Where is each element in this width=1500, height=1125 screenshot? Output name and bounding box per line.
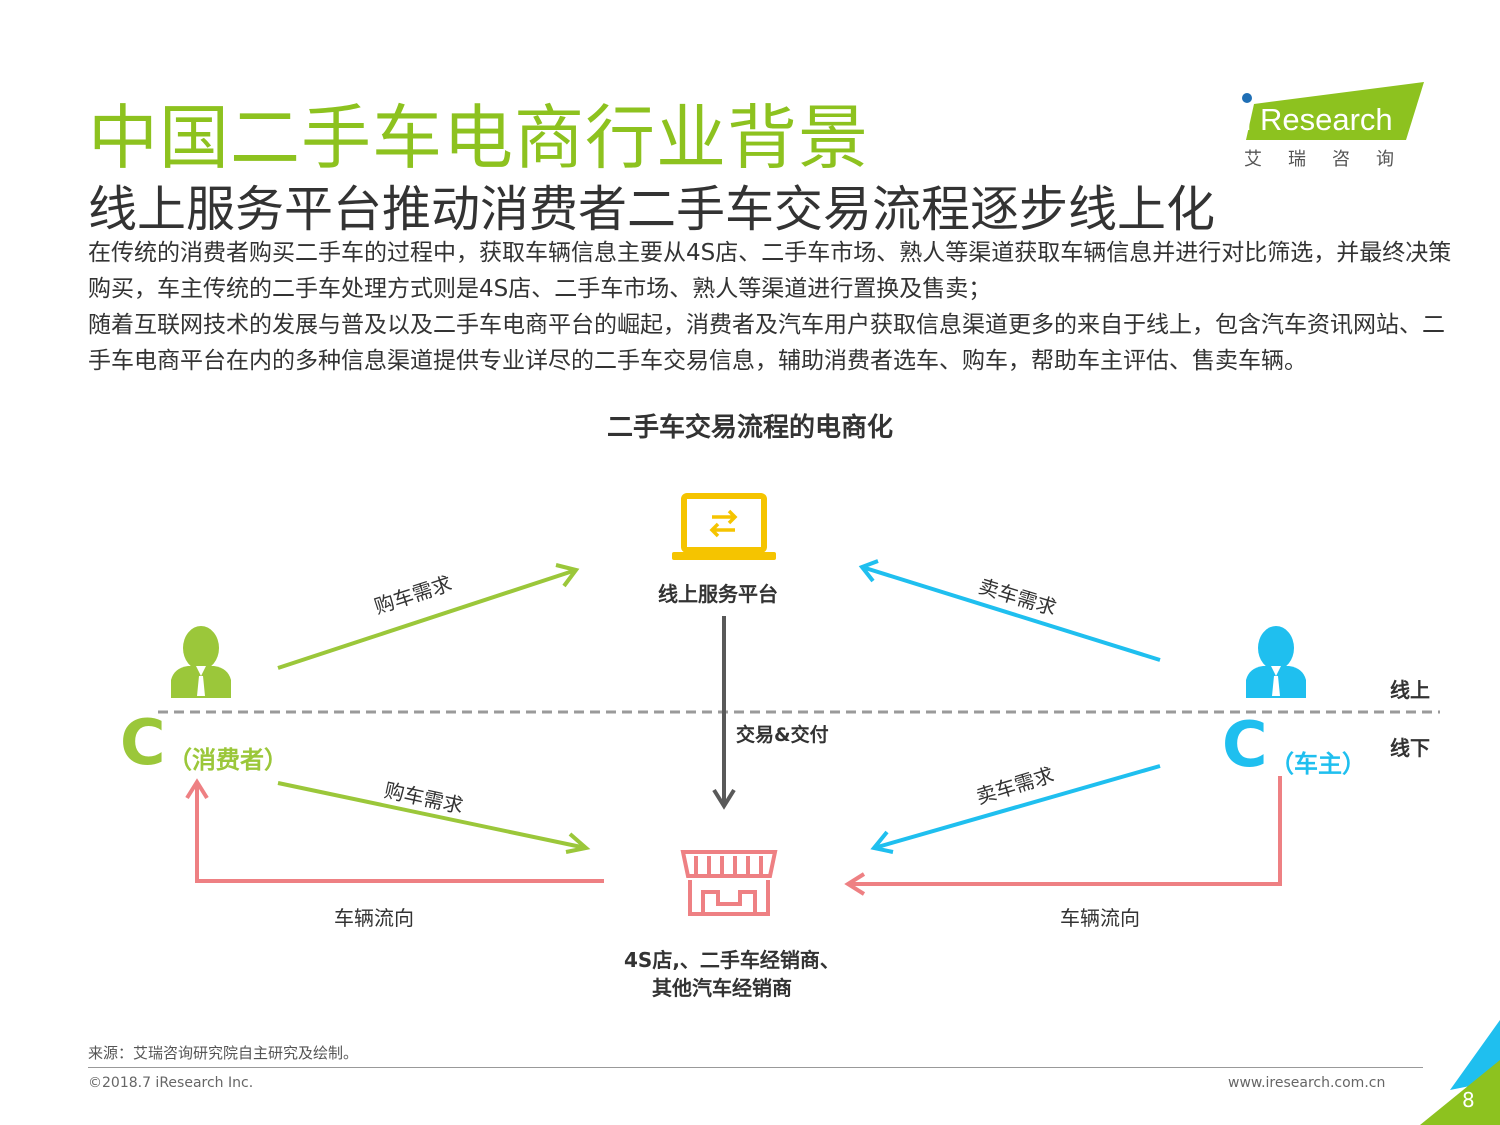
trade-delivery-label: 交易&交付	[736, 724, 829, 746]
vehicle-flow-right-label: 车辆流向	[1060, 906, 1140, 930]
page-number: 8	[1462, 1088, 1475, 1112]
owner-letter: C	[1222, 708, 1268, 781]
buy-demand-online-arrow	[277, 563, 580, 670]
copyright: ©2018.7 iResearch Inc.	[88, 1075, 254, 1091]
sell-demand-offline-arrow	[870, 764, 1161, 854]
iresearch-logo: i Research	[1242, 82, 1424, 140]
dealer-label-line1: 4S店,、二手车经销商、	[624, 948, 840, 972]
consumer-letter: C	[120, 706, 166, 779]
online-label: 线上	[1390, 678, 1430, 702]
page-title: 中国二手车电商行业背景	[88, 97, 869, 179]
store-icon	[680, 850, 778, 916]
vehicle-flow-left-arrow	[185, 778, 604, 883]
intro-paragraph-2: 随着互联网技术的发展与普及以及二手车电商平台的崛起，消费者及汽车用户获取信息渠道…	[88, 312, 1445, 374]
owner-role: （车主）	[1270, 750, 1366, 778]
dealer-label-line2: 其他汽车经销商	[652, 976, 792, 1000]
owner-person-icon	[1246, 626, 1306, 698]
source-note: 来源：艾瑞咨询研究院自主研究及绘制。	[88, 1044, 359, 1062]
intro-text: 在传统的消费者购买二手车的过程中，获取车辆信息主要从4S店、二手车市场、熟人等渠…	[88, 235, 1458, 379]
vehicle-flow-right-arrow	[844, 776, 1282, 896]
svg-text:Research: Research	[1260, 102, 1393, 137]
vehicle-flow-left-label: 车辆流向	[334, 906, 414, 930]
buy-demand-offline-arrow	[277, 781, 591, 854]
intro-paragraph-1: 在传统的消费者购买二手车的过程中，获取车辆信息主要从4S店、二手车市场、熟人等渠…	[88, 240, 1452, 302]
consumer-role: （消费者）	[168, 746, 288, 774]
footer-divider	[88, 1067, 1423, 1068]
trade-delivery-arrow	[712, 616, 736, 810]
page-subtitle: 线上服务平台推动消费者二手车交易流程逐步线上化	[88, 181, 1216, 238]
laptop-icon	[672, 493, 776, 560]
logo-chinese-name: 艾瑞咨询	[1244, 149, 1420, 170]
platform-label: 线上服务平台	[658, 582, 778, 606]
offline-label: 线下	[1390, 736, 1430, 760]
diagram-title: 二手车交易流程的电商化	[606, 413, 893, 443]
consumer-person-icon	[171, 626, 231, 698]
svg-text:i: i	[1244, 100, 1252, 138]
website-link[interactable]: www.iresearch.com.cn	[1228, 1075, 1386, 1091]
corner-decoration	[1420, 1020, 1500, 1125]
sell-demand-online-arrow	[858, 559, 1161, 662]
